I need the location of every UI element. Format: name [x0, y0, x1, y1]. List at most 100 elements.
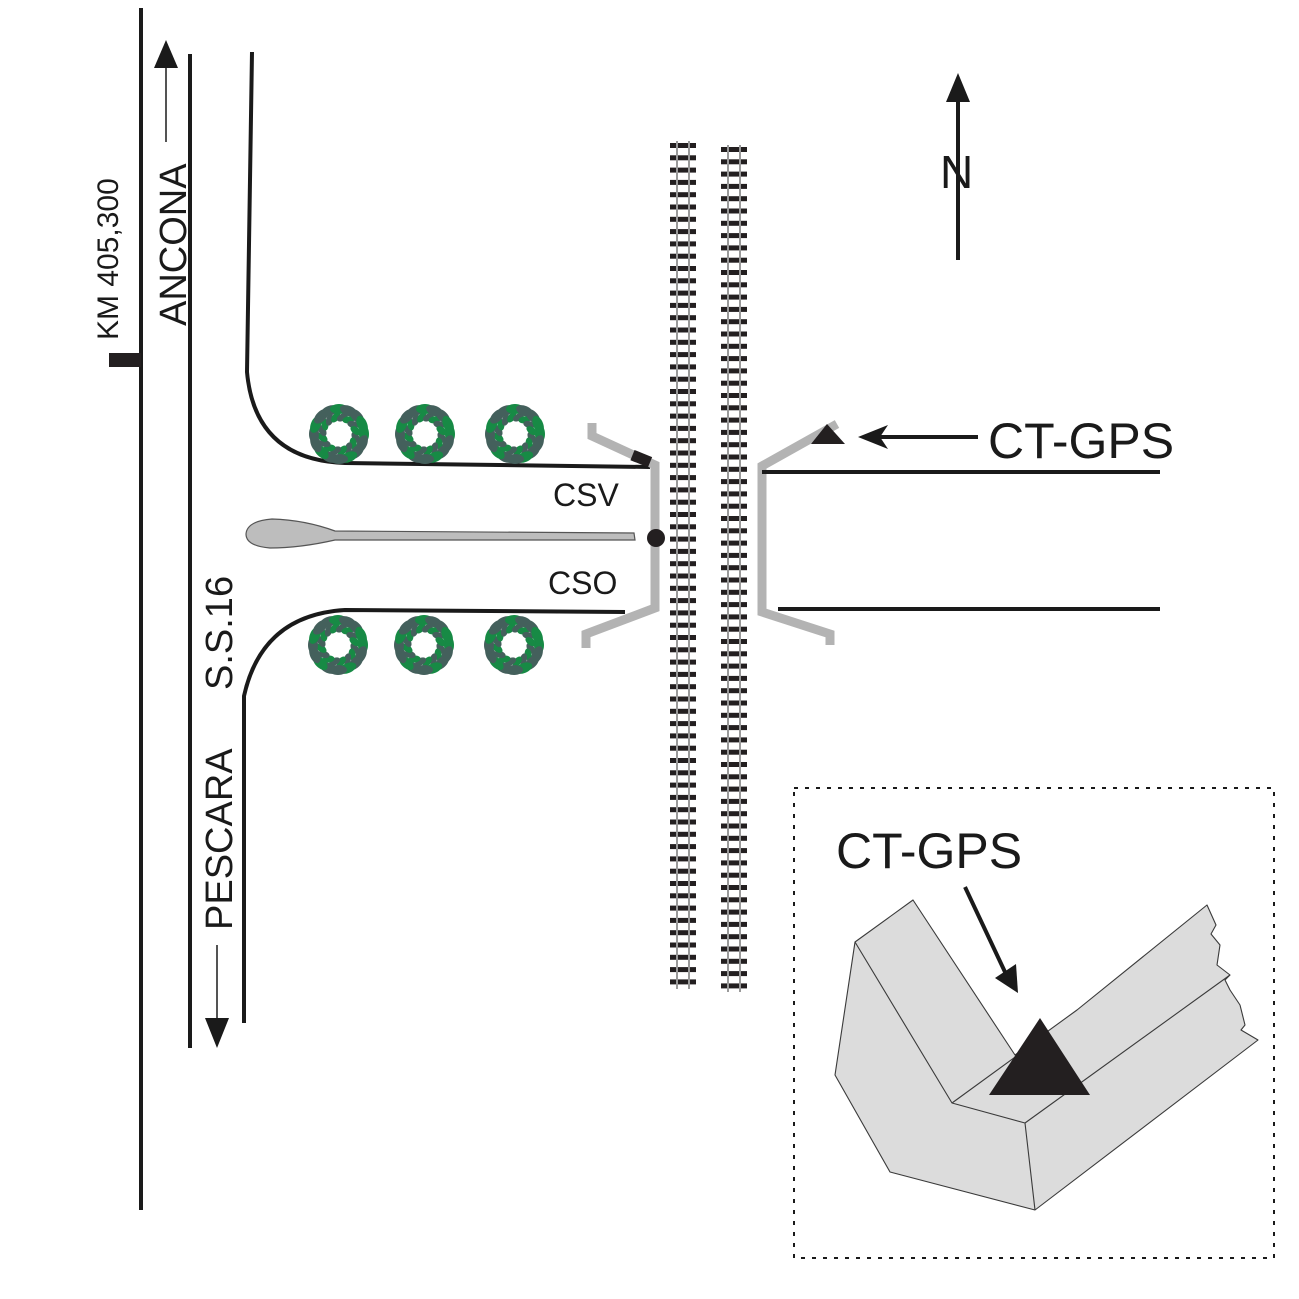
tree-icon [484, 615, 544, 675]
highway-label: S.S.16 [199, 576, 241, 690]
rail-tie [670, 438, 696, 444]
rail-tie [670, 770, 696, 776]
north-arrow-icon [946, 73, 970, 102]
rail-tie [721, 909, 747, 915]
railway-track [721, 145, 747, 992]
east-wall [757, 420, 840, 645]
tree-leaf [432, 631, 445, 640]
rail-tie [670, 622, 696, 628]
tree-leaf [356, 415, 368, 433]
rail-tie [670, 745, 696, 751]
tree-leaf [501, 413, 510, 426]
rail-tie [721, 823, 747, 829]
tree-leaf [404, 439, 417, 448]
tree-row [308, 404, 545, 675]
tree-leaf [532, 415, 544, 433]
rail-tie [670, 819, 696, 825]
rail-tie [721, 971, 747, 977]
rail-tie [670, 598, 696, 604]
csv-label: CSV [553, 477, 619, 513]
rail-tie [721, 405, 747, 411]
rail-tie [721, 282, 747, 288]
rail-tie [670, 573, 696, 579]
tree-leaf [442, 415, 454, 433]
rail-tie [721, 356, 747, 362]
rail-tie [721, 343, 747, 349]
rail-tie [670, 930, 696, 936]
rail-tie [721, 503, 747, 509]
rail-tie [721, 848, 747, 854]
tree-leaf [519, 653, 528, 666]
rail-tie [721, 835, 747, 841]
rail-tie [721, 306, 747, 312]
rail-tie [721, 749, 747, 755]
rail-tie [670, 905, 696, 911]
rail-tie [721, 393, 747, 398]
rail-tie [721, 319, 747, 325]
rail-tie [721, 983, 747, 989]
rail-tie [721, 220, 747, 226]
rail-tie [721, 651, 747, 657]
inset-gps-triangle-icon [989, 1018, 1090, 1095]
rail-tie [721, 196, 747, 202]
railway-track [670, 141, 696, 989]
rail-tie [721, 737, 747, 743]
rail-tie [670, 610, 696, 616]
rail-tie [670, 352, 696, 358]
tree-icon [309, 404, 369, 464]
tree-leaf [493, 650, 506, 659]
rail-tie [670, 561, 696, 567]
tree-leaf [523, 420, 536, 429]
rail-tie [670, 868, 696, 874]
pescara-arrow-icon [205, 1018, 229, 1048]
tree-leaf [441, 626, 453, 644]
rail-tie [670, 216, 696, 222]
rail-tie [721, 331, 747, 337]
rail-tie [670, 401, 696, 407]
tree-leaf [410, 624, 419, 637]
rail-tie [670, 425, 696, 431]
rail-tie [721, 602, 747, 608]
tree-leaf [520, 442, 529, 455]
rail-tie [721, 257, 747, 263]
tree-leaf [344, 442, 353, 455]
tree-icon [394, 615, 454, 675]
rail-tie [721, 860, 747, 866]
rail-tie [721, 491, 747, 497]
gps-station-label: CT-GPS [988, 413, 1174, 469]
ancona-label: ANCONA [153, 163, 195, 326]
inset-gps-label: CT-GPS [836, 823, 1022, 879]
rail-tie [721, 171, 747, 177]
access-road-median [245, 518, 636, 549]
rail-tie [721, 159, 747, 165]
rail-tie [721, 565, 747, 571]
tree-leaf [324, 624, 333, 637]
rail-tie [670, 536, 696, 542]
rail-tie [670, 807, 696, 813]
ancona-arrow-icon [154, 40, 178, 68]
tree-leaf [435, 637, 446, 647]
tree-leaf [430, 442, 439, 455]
rail-tie [721, 429, 747, 435]
rail-tie [670, 881, 696, 886]
cso-sensor [647, 529, 665, 547]
rail-tie [721, 479, 747, 485]
rail-tie [670, 684, 696, 690]
pescara-label: PESCARA [199, 748, 241, 930]
tree-leaf [317, 650, 330, 659]
rail-tie [721, 245, 747, 251]
rail-tie [670, 758, 696, 763]
rail-tie [670, 942, 696, 948]
rail-tie [670, 167, 696, 173]
rail-tie [670, 241, 696, 247]
tree-leaf [411, 413, 420, 426]
rail-tie [670, 635, 696, 640]
rail-tie [670, 794, 696, 800]
rail-tie [721, 934, 747, 940]
rail-tie [721, 725, 747, 731]
rail-tie [670, 585, 696, 591]
rail-tie [721, 798, 747, 804]
inset-pointer-arrow [963, 886, 1007, 973]
rail-tie [721, 958, 747, 964]
